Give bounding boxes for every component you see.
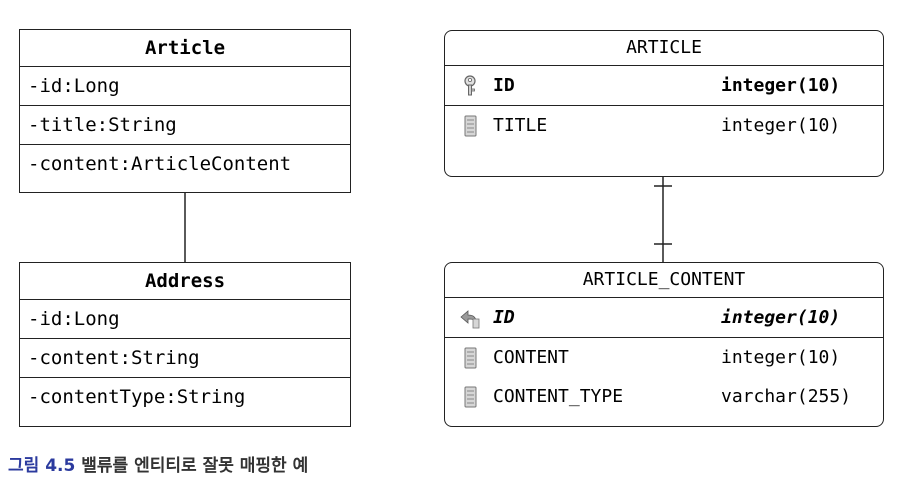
erd-column-row: CONTENT_TYPE varchar(255) — [445, 377, 883, 416]
column-type: integer(10) — [721, 75, 841, 96]
key-icon — [464, 75, 476, 96]
column-name: ID — [493, 75, 515, 96]
figure-caption-text: 밸류를 엔티티로 잘못 매핑한 예 — [81, 456, 309, 476]
erd-column-row: CONTENT integer(10) — [445, 338, 883, 377]
column-type: integer(10) — [721, 115, 841, 136]
erd-table-title: ARTICLE_CONTENT — [445, 263, 883, 298]
uml-field: -title:String — [20, 105, 350, 144]
column-icon — [464, 386, 477, 408]
erd-table-article: ARTICLE ID integer(10) TITLE integer(10) — [444, 30, 884, 177]
column-name: TITLE — [493, 115, 548, 136]
figure-number: 그림 4.5 — [8, 456, 76, 476]
uml-class-title: Article — [144, 37, 226, 59]
column-name: CONTENT_TYPE — [493, 386, 624, 407]
erd-table-title: ARTICLE — [445, 31, 883, 66]
uml-field: -content:String — [20, 338, 350, 377]
erd-column-row: TITLE integer(10) — [445, 106, 883, 145]
erd-pk-row: ID integer(10) — [445, 66, 883, 106]
uml-field: -contentType:String — [20, 377, 350, 416]
uml-field: -id:Long — [20, 299, 350, 338]
erd-table-article-content: ARTICLE_CONTENT ID integer(10) CONTENT i… — [444, 262, 884, 427]
column-name: CONTENT — [493, 347, 569, 368]
column-name: ID — [493, 307, 515, 328]
uml-class-title: Address — [144, 270, 226, 292]
uml-class-address: Address -id:Long -content:String -conten… — [19, 262, 351, 427]
column-type: integer(10) — [721, 307, 841, 328]
erd-pk-row: ID integer(10) — [445, 298, 883, 338]
column-icon — [464, 347, 477, 369]
uml-field: -id:Long — [20, 66, 350, 105]
column-icon — [464, 115, 477, 137]
column-type: integer(10) — [721, 347, 841, 368]
uml-class-article: Article -id:Long -title:String -content:… — [19, 29, 351, 193]
column-type: varchar(255) — [721, 386, 852, 407]
figure-caption: 그림 4.5 밸류를 엔티티로 잘못 매핑한 예 — [8, 451, 308, 476]
foreign-key-icon — [460, 310, 480, 329]
uml-field: -content:ArticleContent — [20, 144, 350, 183]
